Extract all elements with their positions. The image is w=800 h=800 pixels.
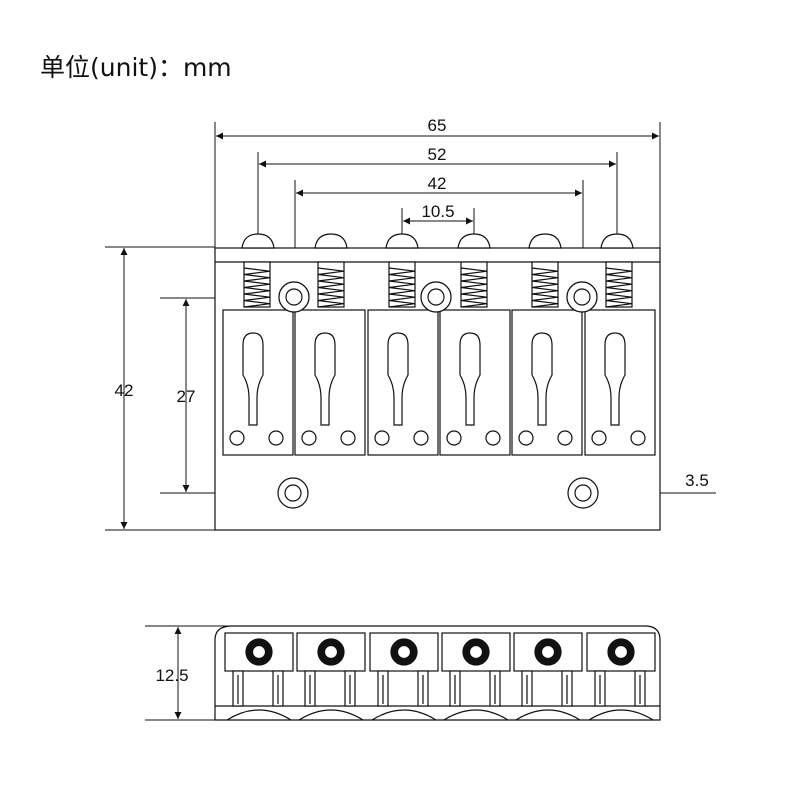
dim-27-label: 27 (177, 387, 196, 406)
saddle-slot (387, 332, 409, 426)
bridge-top-view (214, 233, 661, 531)
dim-42-label: 42 (428, 174, 447, 193)
side-saddle (296, 632, 366, 721)
side-saddle (586, 632, 656, 721)
dim-12-5-label: 12.5 (155, 666, 188, 685)
saddle-slot (604, 332, 626, 426)
anchor-bump (385, 233, 419, 249)
intonation-screw-holes (278, 281, 598, 313)
anchor-bump (241, 233, 275, 249)
saddle-slot (531, 332, 553, 426)
mounting-holes (277, 477, 599, 509)
bridge-side-view (214, 625, 661, 721)
spring (531, 261, 559, 308)
side-saddle (369, 632, 439, 721)
anchor-bump (528, 233, 562, 249)
spring (317, 261, 345, 308)
side-saddle (513, 632, 583, 721)
anchor-bump (457, 233, 491, 249)
side-saddle (224, 632, 294, 721)
side-saddle (441, 632, 511, 721)
saddle (222, 309, 294, 456)
spring (243, 261, 271, 308)
saddle-slot (314, 332, 336, 426)
string-anchor-bumps (241, 233, 634, 249)
saddle-slot (459, 332, 481, 426)
saddle (439, 309, 511, 456)
dim-10-5-label: 10.5 (421, 202, 454, 221)
saddle (367, 309, 439, 456)
dim-65-label: 65 (428, 116, 447, 135)
spring (388, 261, 416, 308)
saddle-springs (243, 261, 633, 308)
spring (605, 261, 633, 308)
saddle (511, 309, 583, 456)
spring (460, 261, 488, 308)
side-saddles (224, 632, 656, 721)
dim-3-5-label: 3.5 (685, 471, 709, 490)
saddle-slot (242, 332, 264, 426)
dim-42-vertical-label: 42 (115, 381, 134, 400)
anchor-bump (314, 233, 348, 249)
dim-52-label: 52 (428, 145, 447, 164)
saddle (584, 309, 656, 456)
anchor-bump (600, 233, 634, 249)
saddle (294, 309, 366, 456)
units-title: 单位(unit)：mm (40, 53, 232, 82)
